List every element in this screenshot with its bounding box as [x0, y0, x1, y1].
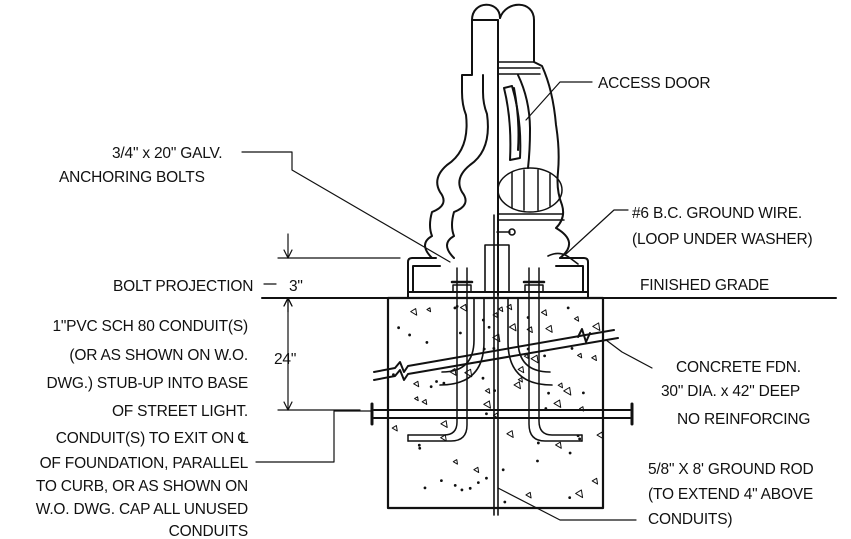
anchor-bolt-left	[407, 267, 474, 442]
foundation-notes: CONCRETE FDN. 30" DIA. x 42" DEEP NO REI…	[661, 359, 810, 428]
ground-rod-note-line: 5/8" X 8' GROUND ROD	[648, 461, 814, 478]
conduit-diagonal	[373, 328, 619, 381]
anchor-bolts-label-line2: ANCHORING BOLTS	[59, 169, 205, 186]
conduit-note-line: DWG.) STUB-UP INTO BASE	[46, 375, 248, 392]
pole-decorative-bands	[497, 61, 565, 221]
light-base-housing	[407, 257, 589, 293]
pole-base-profile	[424, 19, 499, 259]
conduit-note-line: CONDUIT(S) TO EXIT ON ℄	[56, 430, 248, 447]
conduit-note-line: CONDUITS	[169, 523, 248, 539]
ground-rod-note-line: (TO EXTEND 4" ABOVE	[648, 486, 813, 503]
conduit-note-line: OF STREET LIGHT.	[112, 403, 248, 420]
leader-lines	[241, 81, 653, 521]
finished-grade-label: FINISHED GRADE	[640, 277, 769, 294]
dimension-24in	[277, 297, 361, 411]
conduit-sweeps	[439, 297, 553, 386]
dimension-3in-label: 3"	[289, 278, 303, 295]
ground-wire-label-line1: #6 B.C. GROUND WIRE.	[632, 205, 802, 222]
anchor-bolts-label-line1: 3/4" x 20" GALV.	[112, 145, 222, 162]
ground-rod-note-line: CONDUITS)	[648, 511, 732, 528]
access-door	[503, 85, 522, 161]
conduit-note-line: OF FOUNDATION, PARALLEL	[40, 455, 249, 472]
conduit-horizontal	[370, 402, 634, 426]
foundation-note-line: 30" DIA. x 42" DEEP	[661, 383, 800, 400]
concrete-foundation	[386, 296, 605, 510]
ground-rod-notes: 5/8" X 8' GROUND ROD (TO EXTEND 4" ABOVE…	[648, 461, 814, 528]
dimension-24in-label: 24"	[274, 351, 296, 368]
foundation-note-line: NO REINFORCING	[677, 411, 810, 428]
conduit-note-line: W.O. DWG. CAP ALL UNUSED	[36, 501, 248, 518]
conduit-note-line: (OR AS SHOWN ON W.O.	[69, 347, 248, 364]
anchor-bolt-right	[522, 267, 583, 442]
bolt-projection-label: BOLT PROJECTION	[113, 278, 253, 295]
conduit-notes: 1"PVC SCH 80 CONDUIT(S) (OR AS SHOWN ON …	[36, 318, 249, 539]
conduit-note-line: TO CURB, OR AS SHOWN ON	[36, 478, 248, 495]
conduit-note-line: 1"PVC SCH 80 CONDUIT(S)	[52, 318, 248, 335]
foundation-note-line: CONCRETE FDN.	[676, 359, 801, 376]
access-door-label: ACCESS DOOR	[598, 75, 710, 92]
ground-wire-label-line2: (LOOP UNDER WASHER)	[632, 231, 813, 248]
ground-wire-lug	[484, 228, 579, 293]
dimension-3in	[277, 233, 401, 313]
